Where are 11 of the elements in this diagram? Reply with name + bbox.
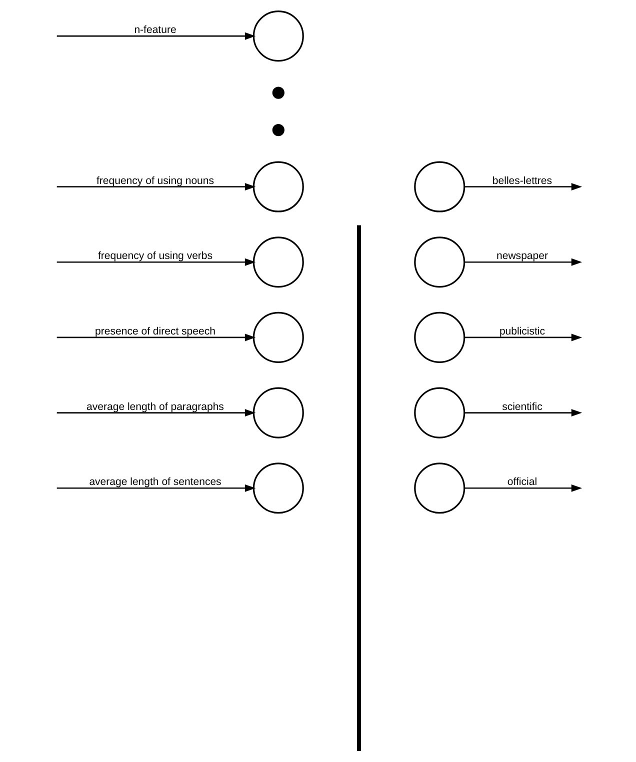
edge-label: publicistic [498,326,545,338]
edge-label: scientific [502,400,542,413]
edge-label: presence of direct speech [94,326,215,338]
edge-label: frequency of using verbs [97,250,212,262]
edge-label: n-feature [134,24,176,36]
edge-label: average length of sentences [88,476,221,488]
edge-label: belles-lettres [492,174,552,187]
edge-label: average length of paragraphs [86,400,224,413]
edge-label: newspaper [496,250,548,262]
edge-label: official [506,476,537,488]
edge-label: frequency of using nouns [96,174,214,187]
